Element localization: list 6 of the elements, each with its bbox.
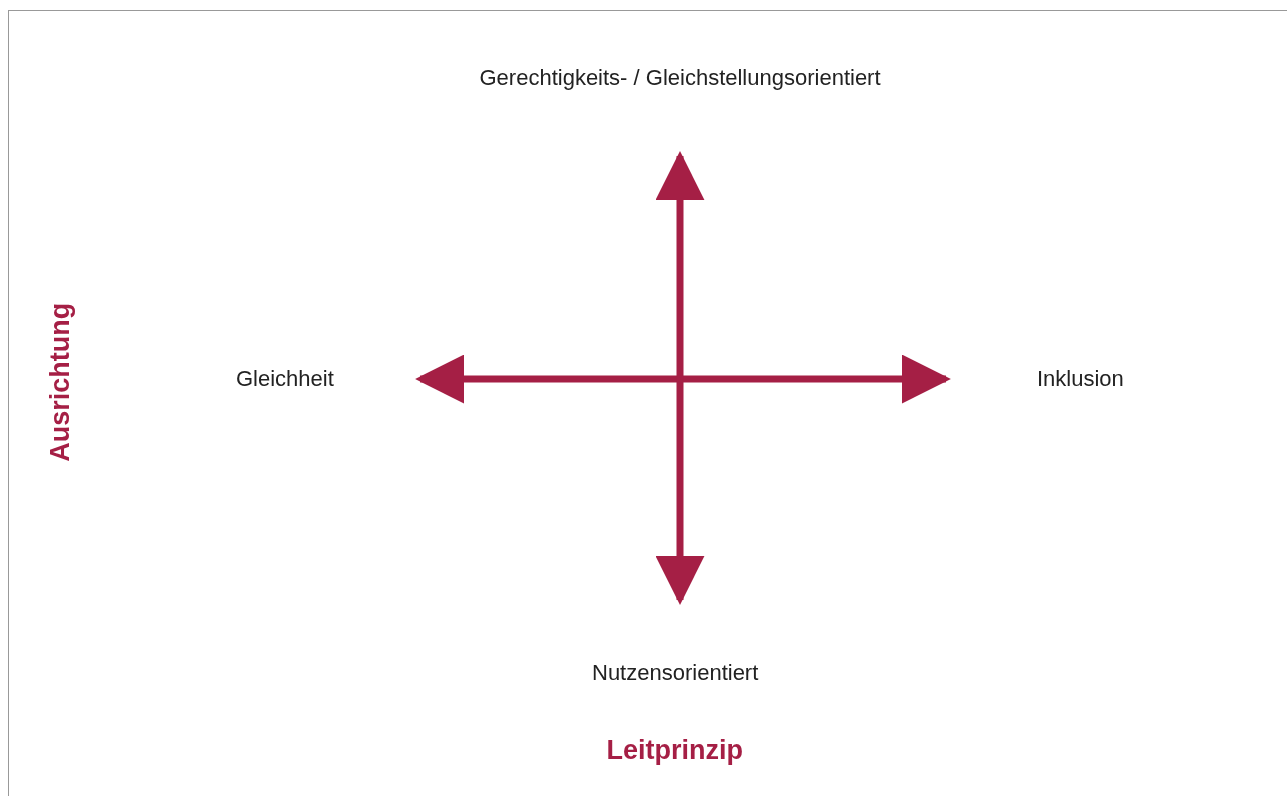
- axis-title: Ausrichtung: [43, 302, 76, 462]
- axis-title: Leitprinzip: [606, 734, 743, 767]
- quadrant-label: Gerechtigkeits- / Gleichstellungsorientiert: [479, 65, 881, 92]
- quadrant-label: Gleichheit: [236, 366, 334, 393]
- quadrant-label: Inklusion: [1037, 366, 1124, 393]
- quadrant-label: Nutzensorientiert: [592, 660, 759, 687]
